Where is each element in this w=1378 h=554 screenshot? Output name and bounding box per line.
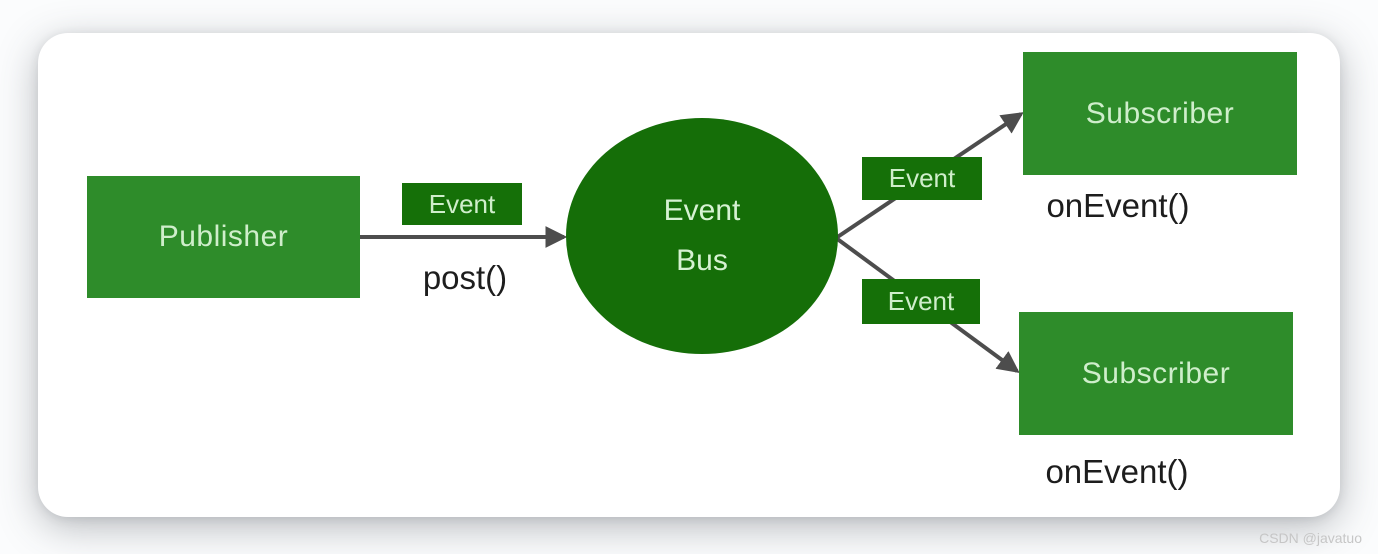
event-tag-left-label: Event xyxy=(428,188,496,219)
event-bus-line2: Bus xyxy=(676,244,728,277)
event-tag-left: Event xyxy=(402,183,522,225)
publisher-label: Publisher xyxy=(158,220,289,253)
subscriber-box-bottom: Subscriber xyxy=(1019,312,1293,435)
post-method-text: post() xyxy=(422,259,508,296)
subscriber-top-label: Subscriber xyxy=(1085,96,1235,130)
event-tag-bottom: Event xyxy=(862,279,980,324)
event-tag-bottom-label: Event xyxy=(887,286,955,316)
event-bus-line1: Event xyxy=(663,194,741,227)
event-bus-ellipse: Event Bus xyxy=(566,118,838,354)
event-tag-top-label: Event xyxy=(888,163,956,193)
subscriber-bottom-label: Subscriber xyxy=(1081,356,1231,390)
watermark: CSDN @javatuo xyxy=(1259,530,1362,546)
subscriber-box-top: Subscriber xyxy=(1023,52,1297,175)
post-method-label: post() xyxy=(392,258,538,298)
onevent-method-label-bottom: onEvent() xyxy=(1007,452,1227,492)
onevent-method-label-top: onEvent() xyxy=(1008,186,1228,226)
event-tag-top: Event xyxy=(862,157,982,200)
onevent-top-text: onEvent() xyxy=(1046,187,1190,224)
publisher-box: Publisher xyxy=(87,176,360,298)
onevent-bottom-text: onEvent() xyxy=(1045,453,1189,490)
